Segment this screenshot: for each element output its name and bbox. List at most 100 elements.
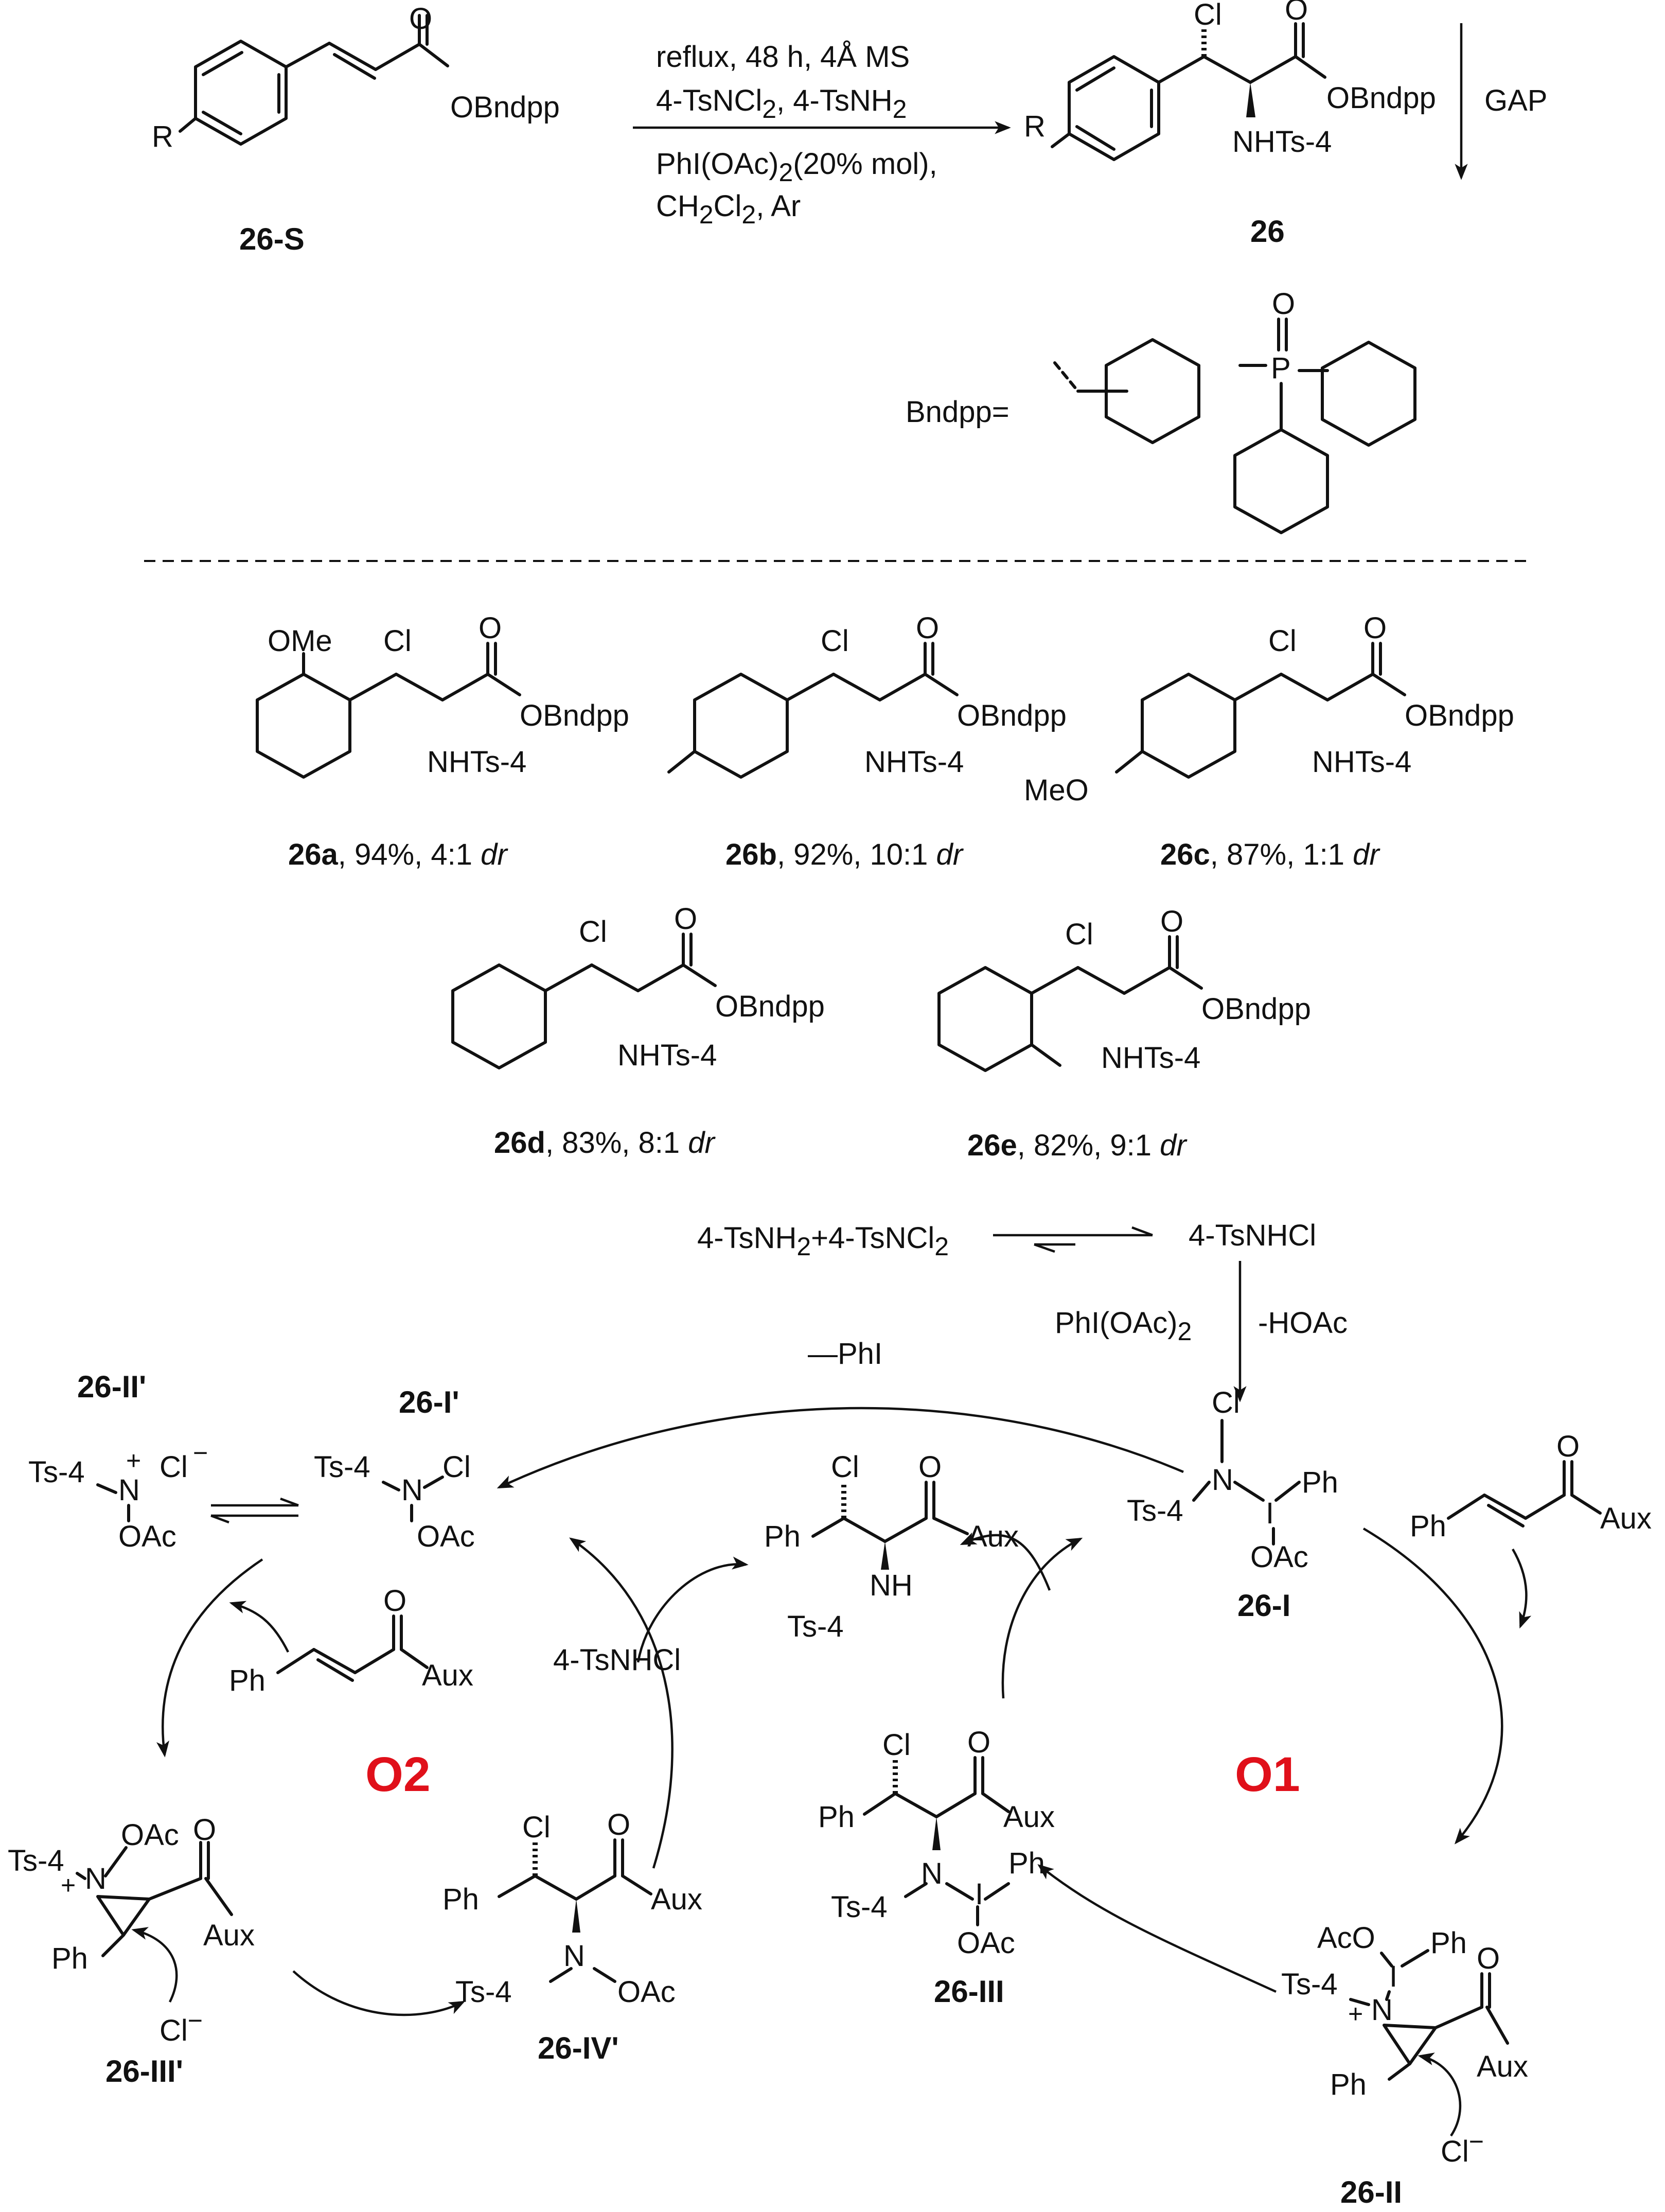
sm-r-group: R bbox=[152, 120, 173, 153]
gap-step: GAP bbox=[1455, 23, 1548, 180]
intermediate-26III: Cl O Ph Aux N I Ph Ts-4 OAc 26-III bbox=[818, 1726, 1055, 2009]
conditions-line-2: 4-TsNCl2, 4-TsNH2 bbox=[656, 84, 907, 124]
intermediate-26II: AcO I Ph Ts-4 N + O Aux Ph Cl− 26-II bbox=[1281, 1921, 1528, 2209]
26IIIprime-n: N bbox=[85, 1862, 107, 1895]
center-ph: Ph bbox=[764, 1520, 801, 1553]
26e-ester: OBndpp bbox=[1201, 992, 1311, 1026]
26IIIprime-ts4: Ts-4 bbox=[8, 1844, 64, 1877]
26a-nh: NHTs-4 bbox=[427, 745, 526, 779]
bndpp-o: O bbox=[1272, 287, 1295, 321]
reaction-conditions: reflux, 48 h, 4Å MS 4-TsNCl2, 4-TsNH2 Ph… bbox=[633, 40, 1011, 229]
26IIprime-plus: + bbox=[126, 1446, 141, 1475]
26IIIprime-plus: + bbox=[61, 1871, 76, 1900]
arrow-26IIIprime-to-26IVprime bbox=[292, 1970, 466, 2016]
26b-caption: 26b, 92%, 10:1 dr bbox=[725, 838, 964, 871]
arrow-26II-to-26III bbox=[1037, 1864, 1277, 1993]
center-cl: Cl bbox=[831, 1450, 859, 1484]
label-26IVprime: 26-IV' bbox=[538, 2031, 619, 2065]
26II-aux: Aux bbox=[1477, 2050, 1528, 2083]
product-carbonyl-o: O bbox=[1285, 0, 1308, 26]
product-26: Cl O OBndpp NHTs-4 R 26 bbox=[1024, 0, 1436, 249]
chloride-attack bbox=[1418, 2052, 1462, 2137]
bndpp-definition: Bndpp= P O bbox=[906, 287, 1416, 534]
26Iprime-n: N bbox=[401, 1473, 423, 1507]
26IIprime-oac: OAc bbox=[118, 1520, 176, 1553]
cycle-label-o1: O1 bbox=[1235, 1747, 1300, 1802]
scope-26e: Cl O OBndpp NHTs-4 26e, 82%, 9:1 dr bbox=[937, 905, 1311, 1162]
label-26III: 26-III bbox=[934, 1974, 1004, 2009]
26I-cl: Cl bbox=[1212, 1386, 1240, 1419]
26II-cl: Cl− bbox=[1441, 2127, 1484, 2168]
product-ester: OBndpp bbox=[1326, 81, 1436, 115]
26c-o: O bbox=[1363, 611, 1387, 645]
26IVprime-ph: Ph bbox=[442, 1883, 479, 1916]
scope-26c: MeO Cl O OBndpp NHTs-4 26c, 87%, 1:1 dr bbox=[1024, 611, 1514, 871]
26II-plus: + bbox=[1348, 1999, 1363, 2028]
26IIIprime-oac: OAc bbox=[121, 1818, 179, 1852]
26e-cl: Cl bbox=[1065, 918, 1093, 951]
26d-ester: OBndpp bbox=[715, 990, 825, 1023]
product-r-group: R bbox=[1024, 110, 1046, 143]
26a-o: O bbox=[479, 611, 502, 645]
26c-caption: 26c, 87%, 1:1 dr bbox=[1160, 838, 1380, 871]
26b-cl: Cl bbox=[821, 624, 849, 658]
26c-nh: NHTs-4 bbox=[1312, 745, 1411, 779]
26III-o: O bbox=[967, 1726, 990, 1759]
gap-label: GAP bbox=[1484, 84, 1548, 117]
26I-n: N bbox=[1212, 1463, 1233, 1497]
26II-o: O bbox=[1477, 1942, 1500, 1975]
arrow-26IVprime-to-26Iprime bbox=[569, 1537, 674, 1869]
26IVprime-n: N bbox=[563, 1939, 585, 1973]
26b-nh: NHTs-4 bbox=[864, 745, 964, 779]
26I-ph: Ph bbox=[1302, 1466, 1338, 1499]
26IVprime-oac: OAc bbox=[617, 1975, 676, 2009]
26III-ts4: Ts-4 bbox=[831, 1890, 888, 1924]
26IVprime-o: O bbox=[607, 1808, 630, 1841]
starting-material-26S: O OBndpp R 26-S bbox=[152, 2, 560, 256]
26III-ph2: Ph bbox=[1008, 1847, 1045, 1880]
26IIIprime-aux: Aux bbox=[203, 1919, 255, 1952]
26III-n: N bbox=[921, 1857, 943, 1890]
sm-carbonyl-o: O bbox=[409, 2, 432, 36]
arrow-cinnamoyl-left-in bbox=[229, 1601, 290, 1653]
26d-nh: NHTs-4 bbox=[617, 1039, 717, 1072]
26IVprime-aux: Aux bbox=[651, 1883, 702, 1916]
26IIIprime-ph: Ph bbox=[51, 1942, 88, 1975]
scope-26d: Cl O OBndpp NHTs-4 26d, 83%, 8:1 dr bbox=[451, 902, 825, 1160]
cinnamoyl-right-aux: Aux bbox=[1600, 1502, 1652, 1535]
26Iprime-cl: Cl bbox=[442, 1450, 471, 1484]
26III-aux: Aux bbox=[1003, 1800, 1055, 1834]
26IIIprime-cl: Cl− bbox=[160, 2006, 203, 2047]
label-26IIIprime: 26-III' bbox=[105, 2054, 183, 2088]
26c-substituent: MeO bbox=[1024, 774, 1089, 807]
intermediate-26Iprime: 26-I' Ts-4 N Cl OAc bbox=[314, 1385, 475, 1553]
26III-oac: OAc bbox=[957, 1926, 1015, 1960]
intermediate-26I: Cl N Ts-4 I Ph OAc 26-I bbox=[1127, 1386, 1338, 1623]
intermediate-26IIIprime: OAc Ts-4 N + O Aux Ph Cl− 26-III' bbox=[8, 1813, 255, 2088]
26IIprime-n: N bbox=[118, 1473, 140, 1507]
26d-o: O bbox=[674, 902, 697, 936]
26III-ph: Ph bbox=[818, 1800, 855, 1834]
center-aux: Aux bbox=[967, 1520, 1019, 1553]
arrow-26III-to-26I bbox=[1001, 1537, 1083, 1699]
26b-ester: OBndpp bbox=[957, 699, 1067, 732]
26c-ester: OBndpp bbox=[1405, 699, 1514, 732]
conditions-line-4: CH2Cl2, Ar bbox=[656, 189, 801, 229]
product-center: Cl O Ph Aux NH Ts-4 bbox=[764, 1450, 1019, 1643]
26I-ts4: Ts-4 bbox=[1127, 1494, 1183, 1528]
26e-o: O bbox=[1160, 905, 1183, 938]
cinnamoyl-left-o: O bbox=[383, 1584, 406, 1618]
cinnamoyl-left-ph: Ph bbox=[229, 1664, 265, 1697]
26II-n: N bbox=[1371, 1993, 1393, 2027]
26III-cl: Cl bbox=[882, 1728, 911, 1762]
26e-nh: NHTs-4 bbox=[1101, 1041, 1200, 1075]
arrow-26I-to-26Iprime bbox=[497, 1407, 1184, 1489]
arrow-to-product-from-o2 bbox=[636, 1556, 749, 1663]
product-nh: NHTs-4 bbox=[1232, 125, 1332, 159]
cycle-label-o2: O2 bbox=[365, 1747, 431, 1802]
bold-wedge bbox=[1246, 82, 1255, 117]
26IIIprime-o: O bbox=[193, 1813, 216, 1847]
arrow-cinnamoyl-right-in bbox=[1512, 1548, 1532, 1629]
26Iprime-ts4: Ts-4 bbox=[314, 1450, 370, 1484]
26IIprime-minus: − bbox=[193, 1438, 208, 1467]
